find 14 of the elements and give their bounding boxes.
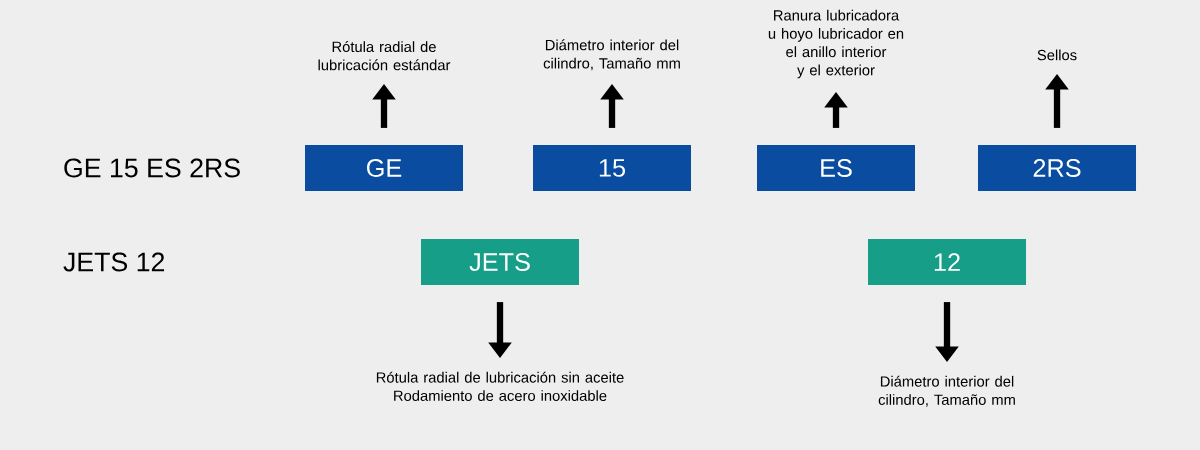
description-text: Diámetro interior del cilindro, Tamaño mm [543, 39, 680, 71]
code-label: GE 15 ES 2RS [64, 158, 240, 178]
description-text: Ranura lubricadora u hoyo lubricador en el anillo interior y el exterior [768, 9, 904, 79]
code-box: GE [305, 145, 463, 191]
code-box: JETS [421, 239, 579, 285]
description-text: Rótula radial de lubricación estándar [318, 41, 451, 71]
code-box: 2RS [978, 145, 1136, 191]
code-box: 12 [868, 239, 1026, 285]
code-label: JETS 12 [63, 252, 165, 272]
description-text: Sellos [1037, 49, 1077, 61]
code-box: ES [757, 145, 915, 191]
code-box: 15 [533, 145, 691, 191]
description-text: Rótula radial de lubricación sin aceite Rodamiento de acero inoxidable [376, 371, 624, 401]
description-text: Diámetro interior del cilindro, Tamaño mm [878, 375, 1015, 407]
